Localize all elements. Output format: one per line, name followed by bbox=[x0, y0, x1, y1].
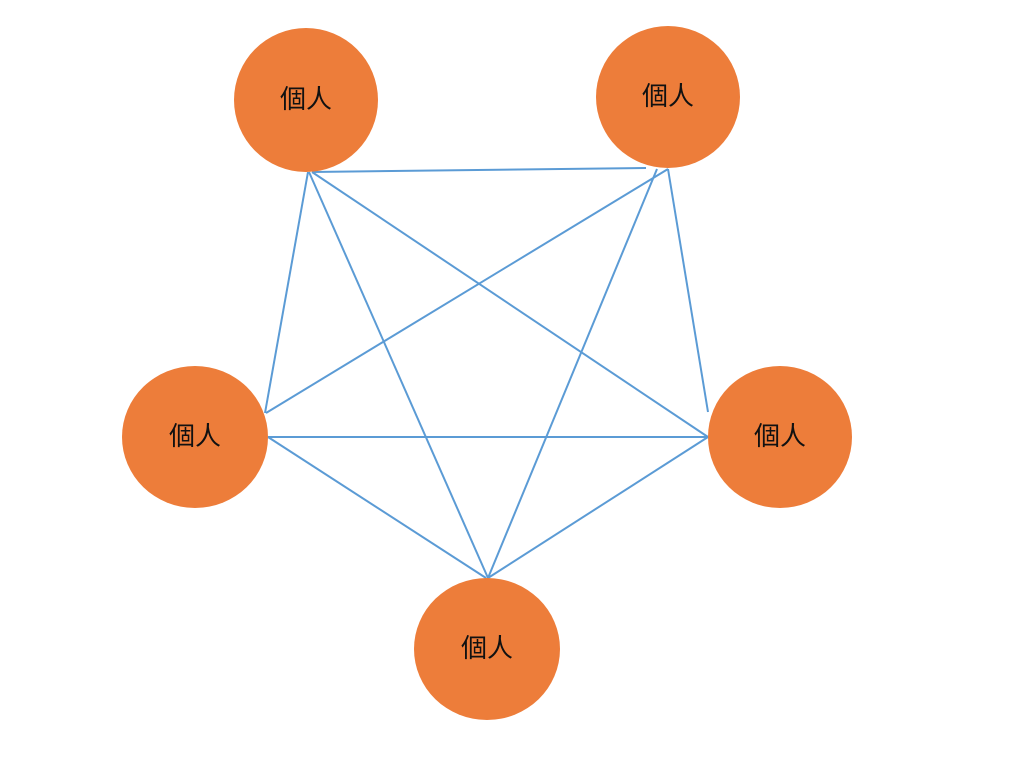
edge-left-bottom bbox=[267, 436, 487, 579]
node-label: 個人 bbox=[753, 422, 806, 452]
node-top-right: 個人 bbox=[596, 26, 740, 168]
node-right: 個人 bbox=[708, 366, 852, 508]
edge-top-left-top-right bbox=[311, 167, 647, 173]
node-label: 個人 bbox=[168, 422, 221, 452]
edge-top-left-right bbox=[311, 171, 709, 438]
node-label: 個人 bbox=[641, 82, 694, 112]
edge-right-bottom bbox=[487, 436, 709, 579]
edge-top-left-left bbox=[264, 171, 309, 414]
edge-top-left-bottom bbox=[308, 171, 489, 579]
edge-top-right-left bbox=[265, 168, 669, 414]
node-top-left: 個人 bbox=[234, 28, 378, 172]
node-label: 個人 bbox=[279, 85, 332, 115]
edge-top-right-right bbox=[667, 168, 709, 413]
node-bottom: 個人 bbox=[414, 578, 560, 720]
node-label: 個人 bbox=[460, 634, 513, 664]
edge-top-right-bottom bbox=[487, 168, 658, 579]
node-left: 個人 bbox=[122, 366, 268, 508]
